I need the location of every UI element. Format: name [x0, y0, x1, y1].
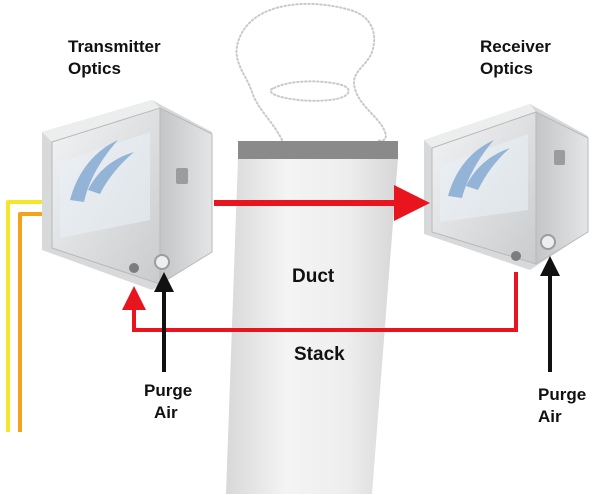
purge-air-label-left: Purge Air: [144, 380, 192, 424]
purge-right-line1: Purge: [538, 385, 587, 404]
receiver-label: Receiver Optics: [480, 36, 551, 80]
purge-fitting: [540, 234, 556, 250]
logo-mark: [70, 140, 134, 202]
fitting: [511, 251, 521, 261]
transmitter-enclosure: [42, 100, 213, 290]
stack-label: Stack: [294, 344, 345, 365]
fitting: [129, 263, 139, 273]
cable-orange: [18, 212, 48, 432]
duct-label: Duct: [292, 266, 335, 287]
transmitter-label-line2: Optics: [68, 59, 121, 78]
purge-right-line2: Air: [538, 407, 562, 426]
cable-yellow: [6, 200, 48, 432]
purge-air-label-right: Purge Air: [538, 384, 586, 428]
stack-cap: [238, 141, 398, 159]
transmitter-label-line1: Transmitter: [68, 37, 161, 56]
latch: [176, 168, 188, 184]
transmitter-label: Transmitter Optics: [68, 36, 161, 80]
receiver-label-line1: Receiver: [480, 37, 551, 56]
purge-fitting: [154, 254, 170, 270]
return-path-line: [122, 272, 518, 332]
purge-left-line1: Purge: [144, 381, 193, 400]
smoke-plume: [235, 2, 387, 142]
purge-left-line2: Air: [154, 403, 178, 422]
receiver-enclosure: [424, 104, 589, 270]
logo-mark-receiver: [448, 140, 510, 198]
stack: [226, 141, 398, 494]
latch: [554, 150, 565, 165]
signal-cables: [6, 200, 48, 432]
receiver-label-line2: Optics: [480, 59, 533, 78]
